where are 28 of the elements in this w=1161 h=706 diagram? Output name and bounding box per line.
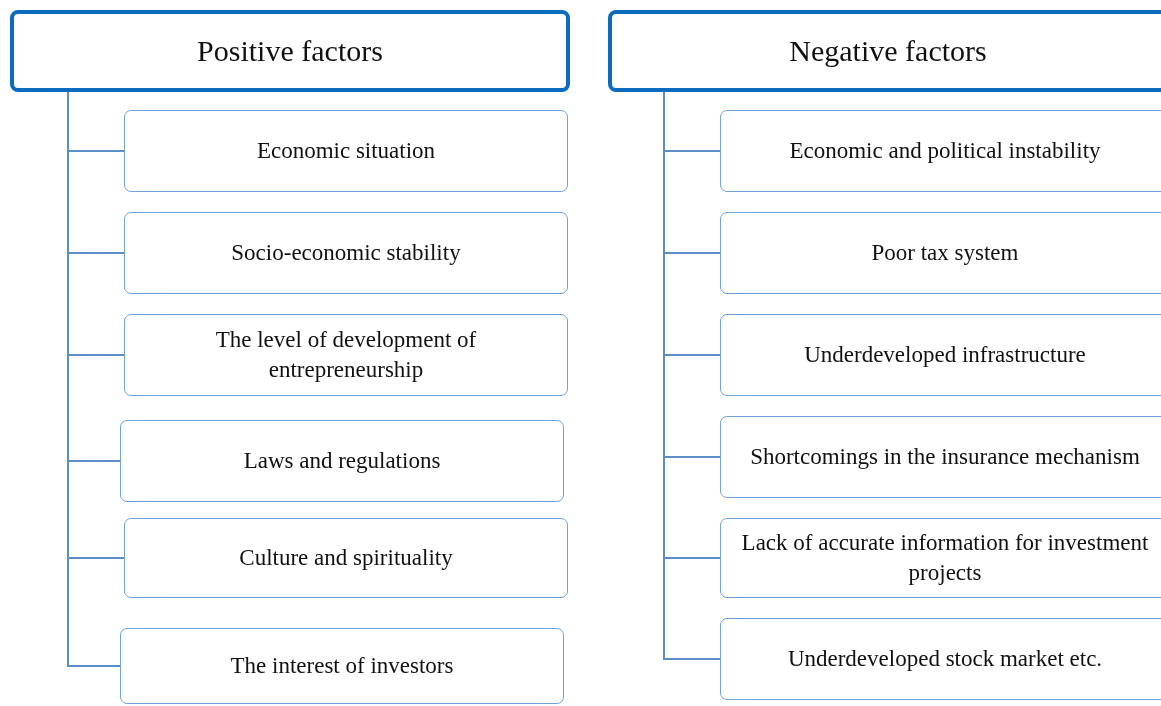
factor-text: The interest of investors: [230, 652, 454, 681]
header-text: Positive factors: [197, 34, 383, 68]
factor-text: Economic and political instability: [789, 137, 1101, 166]
factor-box: [120, 420, 564, 502]
factor-box: [124, 110, 568, 192]
factor-text: Shortcomings in the insurance mechanism: [750, 443, 1140, 472]
factor-text: Culture and spirituality: [239, 544, 453, 573]
factor-box: [720, 416, 1161, 498]
factor-text: Economic situation: [256, 137, 436, 166]
factor-box: [720, 110, 1161, 192]
factor-box: [124, 518, 568, 598]
factor-text: Poor tax system: [871, 239, 1019, 268]
factor-text: The level of development of entrepreneurship: [214, 326, 478, 384]
factor-box: [120, 628, 564, 704]
header-text: Negative factors: [789, 34, 987, 68]
factor-box: [720, 212, 1161, 294]
factor-text: Underdeveloped infrastructure: [804, 341, 1086, 370]
factor-text: Underdeveloped stock market etc.: [787, 645, 1103, 674]
factor-text: Laws and regulations: [243, 447, 441, 476]
factor-text: Socio-economic stability: [231, 239, 461, 268]
factor-box: [124, 212, 568, 294]
category-header-box: [608, 10, 1161, 92]
factor-box: [720, 314, 1161, 396]
factor-box: [124, 314, 568, 396]
factor-box: [720, 518, 1161, 598]
factor-box: [720, 618, 1161, 700]
category-header-box: [10, 10, 570, 92]
factor-text: Lack of accurate information for investment projects: [740, 529, 1150, 587]
